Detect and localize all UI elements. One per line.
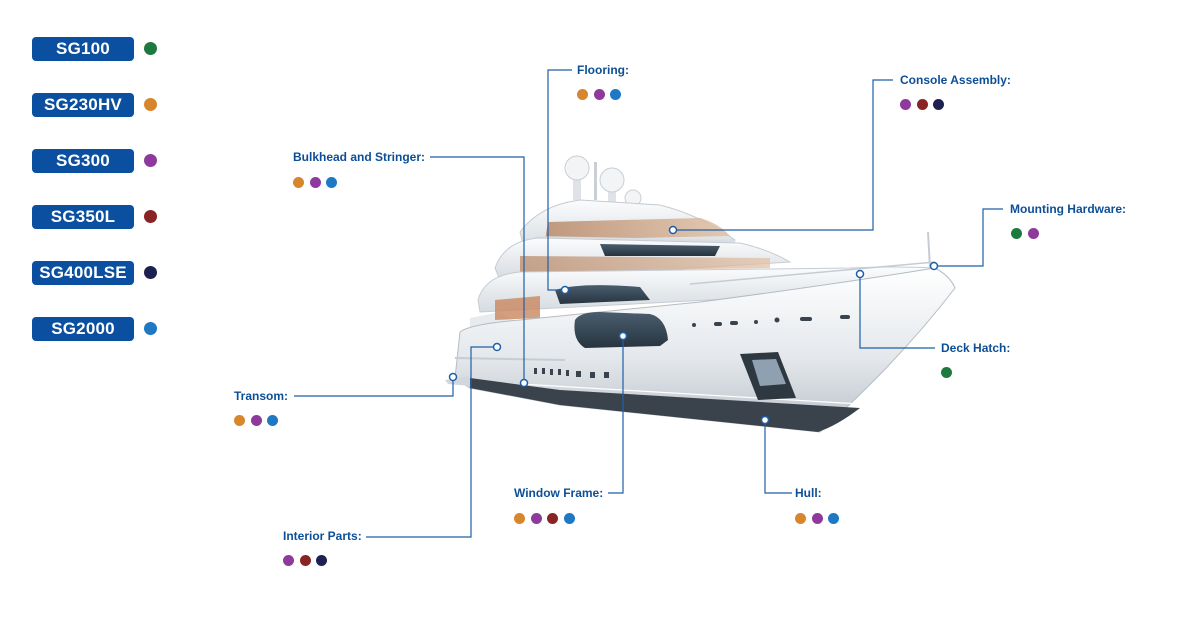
leader-deck-hatch [859, 274, 935, 349]
callout-label-transom: Transom: [234, 389, 289, 403]
callout-dots-mounting-hardware [1011, 228, 1044, 239]
product-dot-sg300 [309, 177, 321, 188]
callout-label-deck-hatch: Deck Hatch: [941, 341, 1011, 355]
callout-dots-interior-parts [283, 555, 333, 566]
product-dot-sg300 [283, 555, 294, 566]
product-dot-sg2000 [828, 513, 839, 524]
callout-label-window-frame: Window Frame: [514, 486, 604, 500]
callout-label-flooring: Flooring: [577, 63, 629, 77]
legend-item-sg350l: SG350L [32, 205, 172, 229]
product-dot-sg100 [1011, 228, 1022, 239]
anchor-console-assembly [668, 225, 678, 235]
legend-dot-sg230hv [144, 98, 157, 111]
legend-dot-sg100 [144, 42, 157, 55]
product-dot-sg400lse [316, 555, 327, 566]
callout-label-hull: Hull: [795, 486, 822, 500]
product-dot-sg300 [811, 513, 823, 524]
legend-dot-sg300 [144, 154, 157, 167]
callout-label-console-assembly: Console Assembly: [900, 73, 1011, 87]
product-dot-sg230hv [293, 177, 304, 188]
product-dot-sg230hv [514, 513, 525, 524]
product-dot-sg300 [1027, 228, 1039, 239]
product-dot-sg300 [250, 415, 262, 426]
callout-dots-bulkhead-and-stringer [293, 177, 343, 188]
callout-dots-transom [234, 415, 284, 426]
product-dot-sg2000 [326, 177, 337, 188]
legend-label-sg400lse: SG400LSE [32, 261, 134, 285]
legend-item-sg400lse: SG400LSE [32, 261, 172, 285]
anchor-flooring [560, 285, 570, 295]
callout-dots-hull [795, 513, 845, 524]
callout-dots-flooring [577, 89, 627, 100]
leader-transom [294, 377, 454, 397]
legend-dot-sg2000 [144, 322, 157, 335]
legend-label-sg230hv: SG230HV [32, 93, 134, 117]
product-dot-sg350l [547, 513, 558, 524]
leader-hull [764, 420, 792, 494]
callout-label-bulkhead-and-stringer: Bulkhead and Stringer: [293, 150, 426, 164]
product-dot-sg2000 [267, 415, 278, 426]
callout-dots-window-frame [514, 513, 580, 524]
product-dot-sg2000 [563, 513, 575, 524]
legend-item-sg300: SG300 [32, 149, 172, 173]
leader-window-frame [608, 336, 624, 494]
leader-lines [294, 69, 1003, 538]
product-dot-sg2000 [610, 89, 621, 100]
leader-console-assembly [673, 79, 893, 231]
product-dot-sg350l [916, 99, 928, 110]
product-dot-sg230hv [234, 415, 245, 426]
product-dot-sg230hv [577, 89, 588, 100]
product-dot-sg350l [299, 555, 311, 566]
anchor-hull [760, 415, 770, 425]
leader-mounting-hardware [934, 208, 1003, 267]
anchor-interior-parts [492, 342, 502, 352]
product-dot-sg230hv [795, 513, 806, 524]
anchor-deck-hatch [855, 269, 865, 279]
legend-label-sg350l: SG350L [32, 205, 134, 229]
legend-dot-sg350l [144, 210, 157, 223]
callout-dots-console-assembly [900, 99, 950, 110]
product-dot-sg100 [941, 367, 952, 378]
anchor-points [448, 225, 939, 425]
product-dot-sg300 [900, 99, 911, 110]
legend-dot-sg400lse [144, 266, 157, 279]
leader-flooring [547, 69, 572, 291]
yacht-illustration [445, 155, 956, 433]
callout-label-interior-parts: Interior Parts: [283, 529, 362, 543]
leader-bulkhead-and-stringer [430, 156, 525, 383]
legend-label-sg300: SG300 [32, 149, 134, 173]
callout-label-mounting-hardware: Mounting Hardware: [1010, 202, 1126, 216]
legend-item-sg100: SG100 [32, 37, 172, 61]
legend-label-sg2000: SG2000 [32, 317, 134, 341]
anchor-bulkhead-and-stringer [519, 378, 529, 388]
product-dot-sg300 [530, 513, 542, 524]
product-dot-sg300 [593, 89, 605, 100]
callout-dots-deck-hatch [941, 367, 958, 378]
legend-item-sg2000: SG2000 [32, 317, 172, 341]
anchor-transom [448, 372, 458, 382]
leader-interior-parts [366, 346, 497, 538]
product-dot-sg400lse [933, 99, 944, 110]
legend-label-sg100: SG100 [32, 37, 134, 61]
anchor-mounting-hardware [929, 261, 939, 271]
legend-item-sg230hv: SG230HV [32, 93, 172, 117]
anchor-window-frame [618, 331, 628, 341]
